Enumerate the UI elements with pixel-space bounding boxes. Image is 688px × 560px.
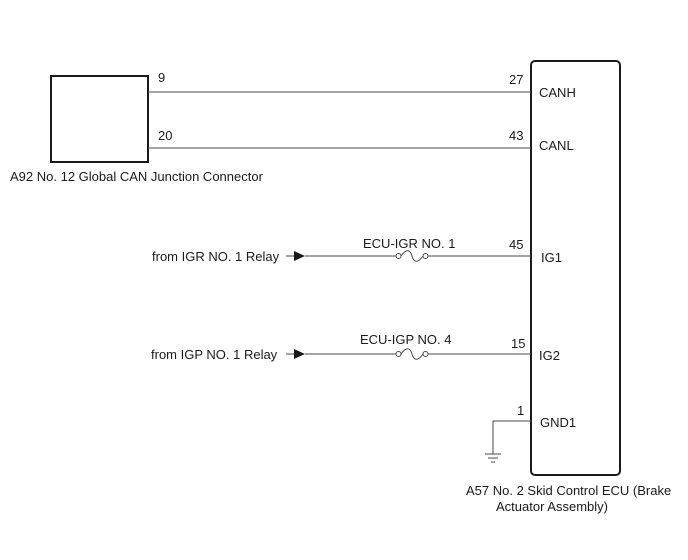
ecu-igp-fuse-icon bbox=[400, 348, 424, 360]
ecu-terminal-gnd1: GND1 bbox=[540, 415, 576, 430]
connector-pin-20: 20 bbox=[158, 128, 172, 143]
skid-control-ecu-box bbox=[530, 60, 621, 476]
ecu-igp-fuse-label: ECU-IGP NO. 4 bbox=[360, 332, 452, 347]
ecu-terminal-canh: CANH bbox=[539, 85, 576, 100]
ecu-igr-fuse-label: ECU-IGR NO. 1 bbox=[363, 236, 455, 251]
gnd1-wire bbox=[492, 420, 531, 454]
ecu-pin-45: 45 bbox=[509, 237, 523, 252]
fuse-terminal-icon bbox=[422, 351, 429, 357]
ecu-label-line2: Actuator Assembly) bbox=[496, 499, 608, 514]
ecu-pin-1: 1 bbox=[517, 403, 524, 418]
igp-relay-source-label: from IGP NO. 1 Relay bbox=[151, 347, 278, 362]
junction-connector-box bbox=[50, 75, 149, 163]
ecu-label-line1: A57 No. 2 Skid Control ECU (Brake bbox=[466, 483, 671, 498]
igr-arrow-icon bbox=[294, 251, 305, 261]
ecu-pin-43: 43 bbox=[509, 128, 523, 143]
ecu-terminal-ig1: IG1 bbox=[541, 250, 562, 265]
fuse-terminal-icon bbox=[395, 253, 402, 259]
igp-arrow-icon bbox=[294, 349, 305, 359]
ecu-pin-27: 27 bbox=[509, 72, 523, 87]
ecu-pin-15: 15 bbox=[511, 336, 525, 351]
igr-relay-source-label: from IGR NO. 1 Relay bbox=[152, 249, 280, 264]
connector-pin-9: 9 bbox=[158, 70, 165, 85]
ecu-terminal-ig2: IG2 bbox=[539, 348, 560, 363]
fuse-terminal-icon bbox=[395, 351, 402, 357]
ecu-igr-fuse-icon bbox=[400, 250, 424, 262]
junction-connector-label: A92 No. 12 Global CAN Junction Connector bbox=[10, 169, 264, 184]
ecu-terminal-canl: CANL bbox=[539, 138, 574, 153]
fuse-terminal-icon bbox=[422, 253, 429, 259]
